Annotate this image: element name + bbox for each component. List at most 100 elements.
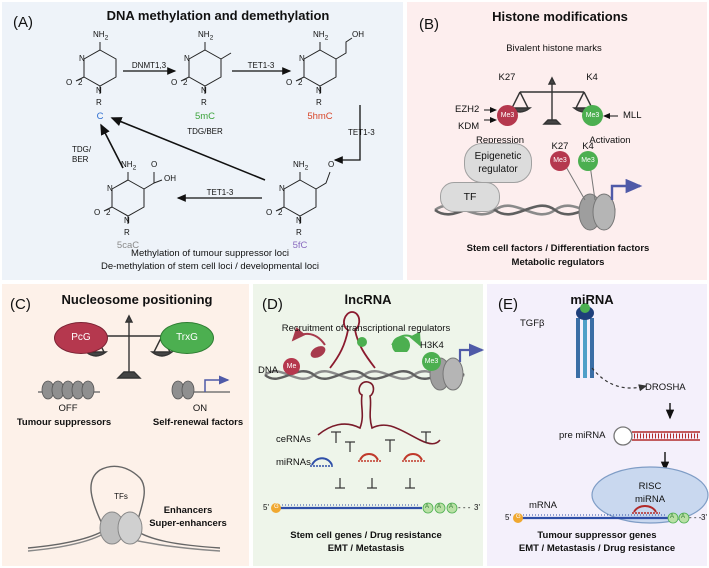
on-label: ON	[192, 403, 208, 414]
k4-label-top: K4	[586, 72, 598, 83]
panel-b-letter: (B)	[419, 16, 439, 33]
dots-d: - - -	[458, 503, 471, 512]
me3-k4-top: Me3	[582, 105, 603, 126]
panel-b-title: Histone modifications	[492, 9, 628, 24]
panel-d-caption-1: Stem cell genes / Drug resistance	[290, 530, 442, 541]
panel-d-caption-2: EMT / Metastasis	[327, 543, 405, 554]
5cac-ring	[103, 172, 163, 224]
red-arrow-d	[291, 327, 326, 346]
mrna-cap-e	[513, 513, 523, 523]
panel-e-title: miRNA	[570, 292, 614, 307]
me3-k4-bottom: Me3	[578, 151, 598, 171]
hmc-n1: N	[316, 86, 322, 95]
mc-n3: N	[184, 54, 190, 63]
panel-d-letter: (D)	[262, 296, 283, 313]
panel-c-letter: (C)	[10, 296, 31, 313]
c-n3: N	[79, 54, 85, 63]
hmc-nh-label: NH	[313, 30, 325, 39]
panel-e-caption-1: Tumour suppressor genes	[537, 530, 657, 541]
risc-label: RISC	[638, 481, 662, 492]
me3-label-d: Me3	[424, 358, 439, 365]
pre-mirna-label: pre miRNA	[559, 430, 606, 441]
regulator-label: regulator	[478, 164, 518, 175]
mll-label: MLL	[623, 110, 642, 121]
hmc-n3: N	[299, 54, 305, 63]
mc-nh-label: NH	[198, 30, 210, 39]
fc-label: 5fC	[292, 240, 308, 251]
c-r: R	[96, 98, 102, 107]
pre-mirna-hairpin	[613, 426, 700, 446]
hmc-nh-sub: 2	[324, 34, 329, 42]
k27-label-bottom: K27	[551, 141, 569, 152]
panel-d-title: lncRNA	[344, 292, 392, 307]
5fc-ring	[275, 171, 331, 224]
repression-label: Repression	[475, 135, 525, 146]
mc-nh-sub: 2	[209, 34, 214, 42]
nucleosome-array-off	[38, 380, 100, 400]
tgfb-label: TGFβ	[520, 318, 545, 329]
panel-b-caption-2: Metabolic regulators	[511, 257, 605, 268]
panel-a	[2, 2, 403, 280]
mc-n1: N	[201, 86, 207, 95]
polya-2-e	[678, 512, 690, 524]
tf-blob-b: TF	[440, 182, 500, 212]
polya-label-2-e: A	[681, 514, 686, 520]
kdm-label: KDM	[458, 121, 480, 132]
green-protein-d	[392, 336, 410, 352]
cac-r: R	[124, 228, 130, 237]
tail-k4	[589, 164, 596, 201]
dna-label: DNA	[258, 365, 279, 376]
tdg-label: TDG/	[72, 145, 92, 154]
nucleosome-b	[578, 193, 616, 231]
fc-nh2: NH2	[293, 160, 308, 172]
five-prime-e: 5'	[505, 513, 511, 522]
panel-a-caption-1: Methylation of tumour suppressor loci	[131, 248, 289, 259]
drosha-label: DROSHA	[645, 382, 686, 393]
enhancers-label: Enhancers	[163, 505, 213, 516]
tdg-ber-label: TDG/BER	[187, 127, 223, 136]
tfs-label: TFs	[114, 492, 128, 501]
k27-label-top: K27	[498, 72, 516, 83]
tf-label-b: TF	[463, 191, 477, 203]
me-label: Me	[286, 363, 297, 370]
fc-o-ald: O	[328, 160, 335, 169]
5hmc-ring	[295, 37, 353, 94]
tet-label-3: TET1-3	[206, 188, 234, 197]
h3k4-label: H3K4	[420, 340, 444, 351]
polya-label-1-e: A	[670, 514, 675, 520]
mirna-inhibitors	[331, 431, 431, 489]
fc-o: O	[266, 208, 273, 217]
c-o: O	[66, 78, 73, 87]
hmc-two: 2	[298, 78, 303, 87]
dots-e: - - -	[689, 513, 702, 522]
panel-e-letter: (E)	[498, 296, 518, 313]
me3-k4-top-label: Me3	[585, 112, 600, 119]
polya-1-e	[667, 512, 679, 524]
hmc-o: O	[286, 78, 293, 87]
polya-label-1-d: A	[425, 504, 430, 510]
mirnas-label: miRNAs	[276, 457, 311, 468]
tumour-label: Tumour suppressors	[16, 417, 112, 428]
recruitment-label: Recruitment of transcriptional regulator…	[281, 323, 451, 334]
fc-n1: N	[296, 216, 302, 225]
cac-o: O	[94, 208, 101, 217]
hmc-oh: OH	[352, 30, 364, 39]
nucleosome-d	[429, 357, 464, 391]
tail-k27	[564, 164, 586, 201]
panel-a-title: DNA methylation and demethylation	[106, 8, 330, 23]
mc-label: 5mC	[194, 111, 216, 122]
red-protein-d	[310, 346, 326, 358]
fc-two: 2	[278, 208, 283, 217]
c-nh-sub: 2	[104, 34, 109, 42]
panel-b-caption-1: Stem cell factors / Differentiation fact…	[466, 243, 650, 254]
me3-k27-top: Me3	[497, 105, 518, 126]
c-two: 2	[78, 78, 83, 87]
fc-r: R	[296, 228, 302, 237]
mirna-blue-d	[311, 457, 333, 466]
activation-label: Activation	[589, 135, 631, 146]
three-prime-e: 3'	[701, 513, 707, 522]
cytosine-ring	[75, 42, 117, 94]
tet-label-1: TET1-3	[247, 61, 275, 70]
tet-label-2: TET1-3	[348, 128, 375, 137]
